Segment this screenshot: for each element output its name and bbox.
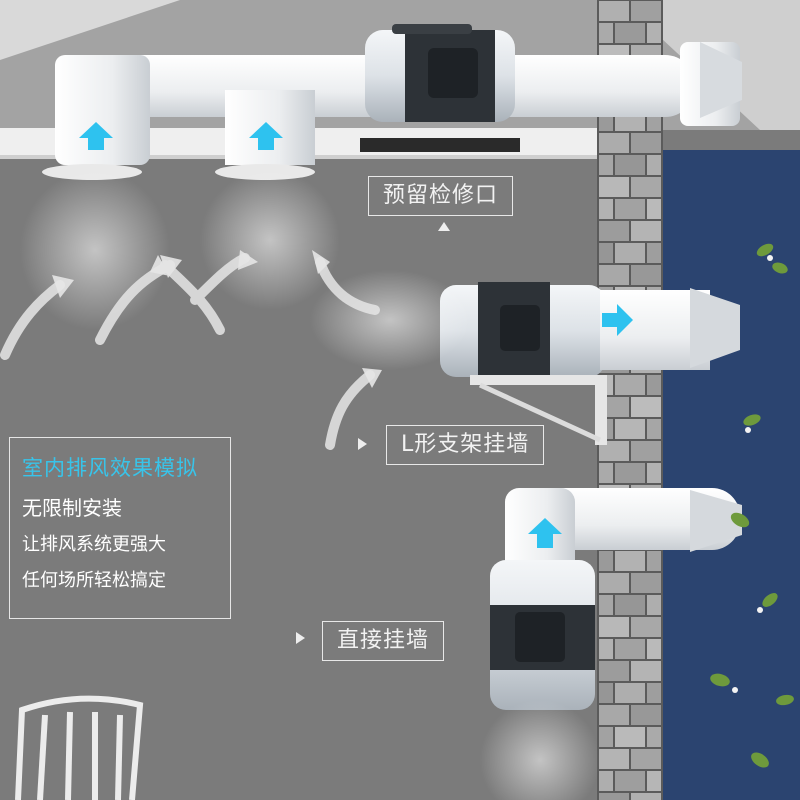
brick [597, 175, 631, 199]
brick [645, 21, 663, 45]
brick [645, 681, 663, 705]
brick [645, 241, 663, 265]
brick [597, 571, 631, 595]
inspection-port-label: 预留检修口 [368, 176, 514, 217]
brick [629, 175, 663, 199]
brick [613, 241, 647, 265]
brick [629, 131, 663, 155]
brick [645, 373, 663, 397]
brick [597, 791, 631, 800]
chair [15, 695, 144, 800]
brick [597, 153, 615, 177]
info-title: 室内排风效果模拟 [22, 456, 198, 480]
brick [613, 637, 647, 661]
info-line-3: 任何场所轻松搞定 [22, 570, 166, 591]
brick [613, 373, 647, 397]
inspection-port-opening [360, 138, 520, 152]
brick [597, 461, 615, 485]
brick [629, 571, 663, 595]
brick [597, 593, 615, 617]
brick [597, 131, 631, 155]
brick [597, 219, 631, 243]
brick [629, 0, 663, 23]
blue-exhaust-arrows [79, 122, 633, 548]
info-line-1: 无限制安装 [22, 496, 122, 520]
brick [597, 21, 615, 45]
brick [645, 549, 663, 573]
brick [629, 615, 663, 639]
brick [645, 725, 663, 749]
brick [597, 681, 615, 705]
brick [629, 659, 663, 683]
info-panel: 室内排风效果模拟 无限制安装 让排风系统更强大 任何场所轻松搞定 [9, 437, 231, 619]
brick [645, 637, 663, 661]
brick [597, 659, 631, 683]
brick [613, 21, 647, 45]
brick [613, 549, 647, 573]
brick [629, 703, 663, 727]
brick [597, 725, 615, 749]
brick [597, 263, 631, 287]
pointer-right-icon [358, 438, 367, 450]
brick [597, 197, 615, 221]
brick [613, 681, 647, 705]
brick [613, 593, 647, 617]
brick [645, 197, 663, 221]
brick [613, 197, 647, 221]
direct-wall-label: 直接挂墙 [322, 621, 445, 662]
brick [613, 461, 647, 485]
l-bracket-label: L形支架挂墙 [386, 425, 545, 466]
brick [597, 0, 631, 23]
brick [613, 153, 647, 177]
brick [597, 703, 631, 727]
vine-leaves [710, 243, 794, 768]
brick [645, 153, 663, 177]
brick [645, 593, 663, 617]
brick [629, 395, 663, 419]
brick [629, 439, 663, 463]
brick [629, 747, 663, 771]
brick [597, 637, 615, 661]
brick [629, 219, 663, 243]
pointer-up-icon [438, 222, 450, 231]
brick [597, 549, 615, 573]
brick [597, 747, 631, 771]
brick [629, 263, 663, 287]
brick [597, 615, 631, 639]
brick [597, 241, 615, 265]
brick [613, 725, 647, 749]
brick [613, 417, 647, 441]
pointer-right-icon [296, 632, 305, 644]
middle-fan-unit [440, 282, 740, 445]
brick [645, 417, 663, 441]
brick-column [597, 0, 663, 800]
info-line-2: 让排风系统更强大 [22, 534, 166, 555]
brick [645, 769, 663, 793]
brick [597, 769, 615, 793]
brick [629, 791, 663, 800]
brick [645, 461, 663, 485]
brick [613, 769, 647, 793]
